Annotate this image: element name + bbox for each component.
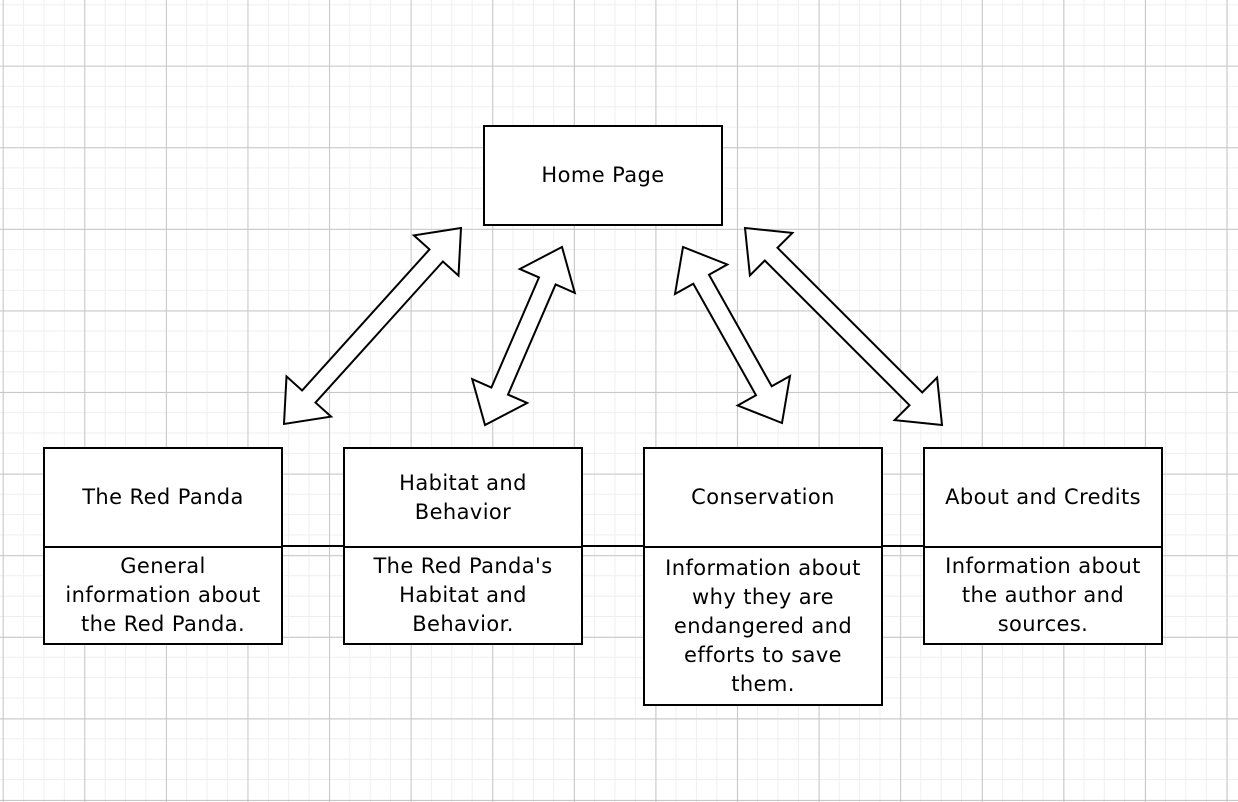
node-habitat-and-behavior[interactable]: Habitat and Behavior The Red Panda's Hab… (343, 447, 583, 645)
node-description: General information about the Red Panda. (65, 554, 261, 636)
horizontal-connector-line[interactable] (43, 545, 1163, 547)
double-arrow-connector[interactable] (673, 245, 792, 425)
node-title: Habitat and Behavior (345, 449, 581, 548)
node-about-and-credits[interactable]: About and Credits Information about the … (923, 447, 1163, 645)
double-arrow-connector[interactable] (743, 226, 944, 427)
node-home-page[interactable]: Home Page (483, 125, 723, 226)
node-conservation[interactable]: Conservation Information about why they … (643, 447, 883, 706)
node-the-red-panda[interactable]: The Red Panda General information about … (43, 447, 283, 645)
node-title: Conservation (645, 449, 881, 548)
node-description: Information about the author and sources… (945, 554, 1141, 636)
node-home-page-label: Home Page (541, 163, 665, 187)
node-description: Information about why they are endangere… (665, 555, 861, 696)
node-description: The Red Panda's Habitat and Behavior. (373, 554, 553, 636)
node-title: About and Credits (925, 449, 1161, 548)
node-title: The Red Panda (45, 449, 281, 548)
double-arrow-connector[interactable] (470, 245, 577, 427)
double-arrow-connector[interactable] (282, 226, 463, 426)
